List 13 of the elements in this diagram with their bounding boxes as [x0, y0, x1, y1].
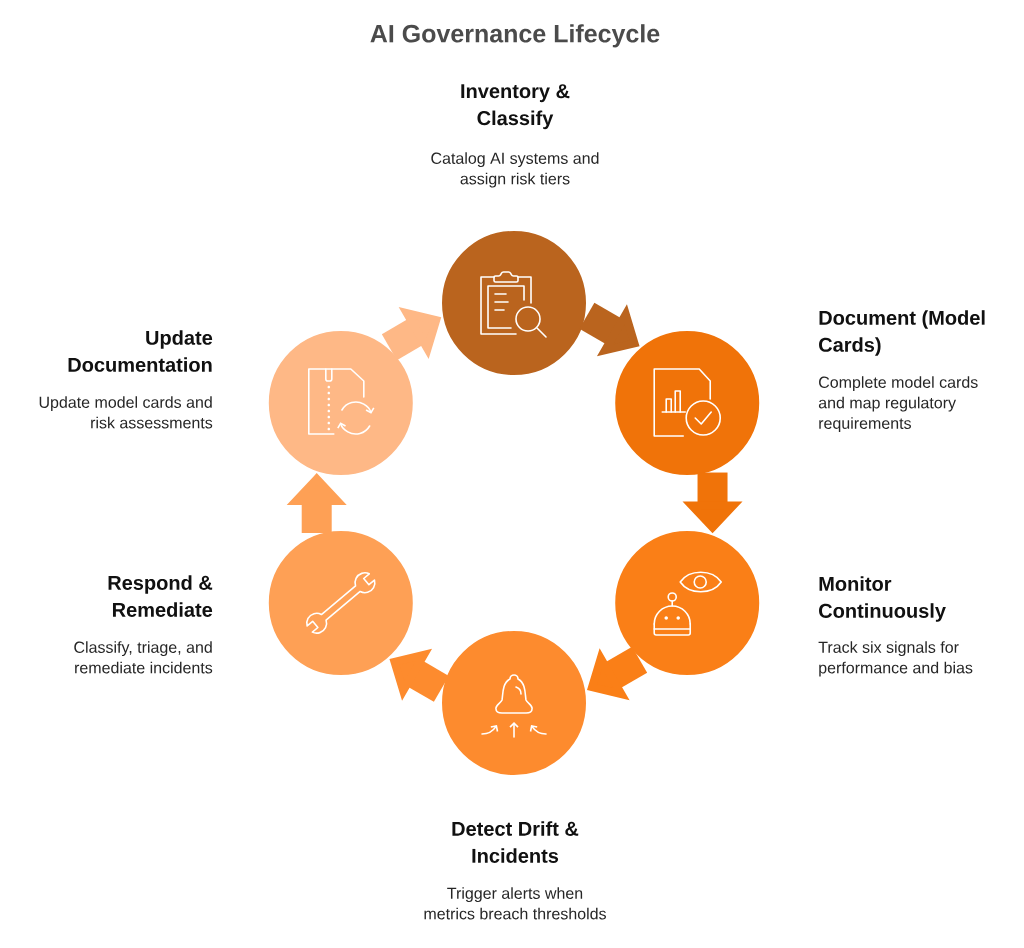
step-description: Classify, triage, and remediate incidents — [74, 641, 213, 674]
step-description: Catalog AI systems and assign risk tiers — [431, 152, 599, 188]
step-heading: Document (Model Cards) — [819, 310, 985, 356]
step-heading: Update Documentation — [68, 330, 213, 372]
step-heading: Monitor Continuously — [819, 576, 946, 622]
step-description: Update model cards and risk assessments — [39, 396, 213, 429]
step-heading: Detect Drift & Incidents — [452, 821, 579, 863]
title: AI Governance Lifecycle — [370, 24, 660, 48]
step-description: Track six signals for performance and bias — [818, 641, 973, 677]
step-description: Trigger alerts when metrics breach thresholds — [424, 887, 606, 920]
step-description: Complete model cards and map regulatory requirements — [818, 376, 978, 433]
step-heading: Respond & Remediate — [108, 575, 213, 617]
step-heading: Inventory & Classify — [461, 84, 570, 130]
